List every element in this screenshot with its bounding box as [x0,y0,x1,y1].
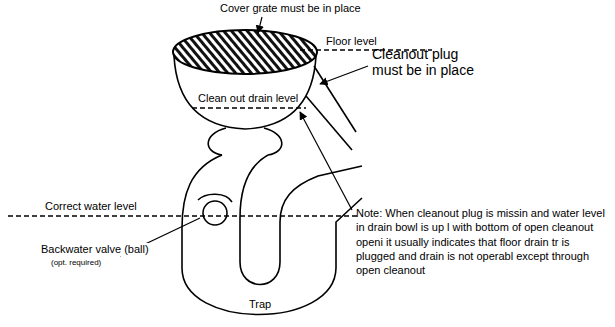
cover-grate [173,30,317,74]
level-label: Floor level [326,35,377,48]
leader-line [300,112,352,210]
level-label: Correct water level [44,200,138,213]
level-label: Clean out drain level [198,92,298,105]
backwater-ball [203,201,227,225]
cleanout-pipe [314,66,356,132]
callout-label: Cover grate must be in place [220,2,361,15]
note-text: Note: When cleanout plug is missin and w… [356,206,611,277]
callout-label: Cleanout plug must be in place [372,46,492,78]
water-level-line [8,215,360,216]
note-label: (opt. required) [50,258,102,267]
cleanout-pipe [306,96,352,150]
leader-line [320,66,368,84]
callout-label: Backwater valve (ball) [40,243,150,256]
bowl-collar [264,128,282,155]
leader-line [258,17,262,33]
trap-inner-wall [240,155,362,285]
part-label: Trap [249,298,271,311]
cleanout-level-line [192,107,306,108]
bowl-collar [208,128,226,155]
